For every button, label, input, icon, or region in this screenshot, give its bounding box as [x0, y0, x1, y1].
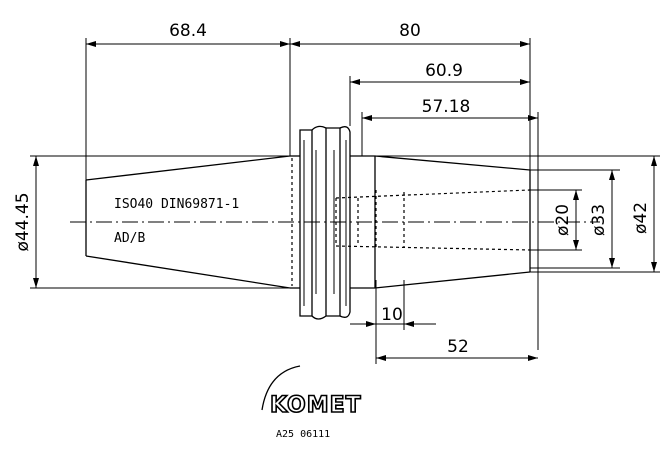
dimension-d42: ø42: [631, 156, 657, 272]
dim-d44-45-label: ø44.45: [13, 192, 33, 251]
komet-logo: KOMET A25 06111: [261, 365, 362, 440]
dimension-d33: ø33: [589, 170, 615, 268]
taper-body: [30, 155, 300, 289]
dimension-60-9: 60.9: [349, 61, 530, 126]
dimension-57-18: 57.18: [361, 97, 539, 350]
dim-57-18-label: 57.18: [422, 97, 471, 117]
dim-d20-label: ø20: [553, 204, 573, 236]
logo-code: A25 06111: [276, 429, 330, 440]
dimension-52: 52: [376, 337, 538, 361]
logo-swoosh: [261, 365, 301, 411]
dim-68-4-label: 68.4: [169, 21, 207, 41]
dimension-d20: ø20: [553, 190, 579, 250]
internal-bore: [335, 189, 582, 251]
dim-80-label: 80: [399, 21, 421, 41]
standard-label: ISO40 DIN69871-1: [114, 197, 239, 212]
dim-10-label: 10: [381, 305, 403, 325]
shank-body: [350, 155, 660, 289]
dim-60-9-label: 60.9: [425, 61, 463, 81]
dimension-80: 80: [289, 21, 531, 170]
dim-d42-label: ø42: [631, 202, 651, 234]
flange: [299, 125, 351, 320]
logo-brand: KOMET: [270, 393, 362, 418]
dimension-10: 10: [350, 280, 436, 364]
dim-d33-label: ø33: [589, 204, 609, 236]
form-label: AD/B: [114, 231, 145, 246]
dimension-d44-45: ø44.45: [13, 156, 39, 288]
dim-52-label: 52: [447, 337, 469, 357]
